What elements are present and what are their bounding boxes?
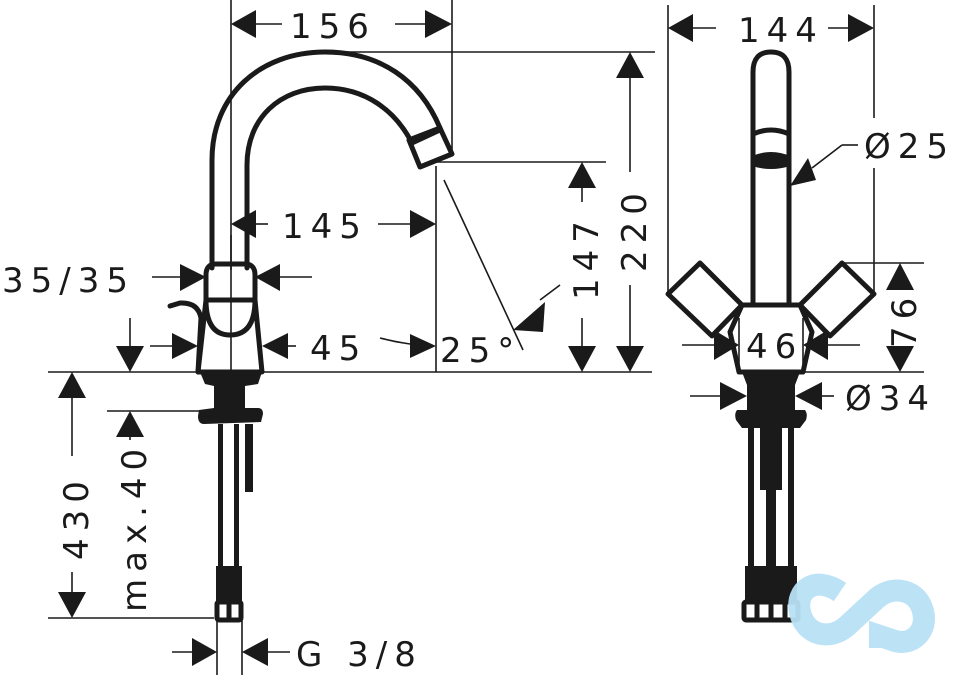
label-max-40: max.40	[115, 442, 155, 612]
label-220: 220	[615, 186, 655, 272]
dim-spout-reach-overall: 156	[230, 0, 453, 270]
body-outline	[167, 235, 265, 375]
label-g-3-8: G 3/8	[296, 635, 423, 675]
label-145: 145	[282, 207, 368, 247]
dim-spout-reach-outlet: 145	[231, 166, 437, 372]
dim-outlet-height: 147	[567, 162, 607, 372]
spout-front-outline	[750, 49, 792, 308]
label-25-degrees: 25°	[440, 331, 521, 371]
dim-outlet-angle: 25°	[440, 179, 561, 371]
label-diameter-25: Ø25	[864, 127, 955, 167]
dim-handle-height: 76	[803, 262, 925, 373]
label-430: 430	[57, 474, 97, 560]
front-view: 144 Ø25 76 46	[665, 5, 955, 623]
dim-max-deck-thickness: max.40	[107, 318, 200, 612]
label-76: 76	[885, 291, 925, 348]
front-mounting-assembly	[735, 372, 807, 623]
dim-body-width: 45	[150, 329, 436, 369]
label-144: 144	[738, 11, 824, 51]
label-diameter-34: Ø34	[845, 379, 936, 419]
dim-total-width: 144	[667, 5, 875, 294]
label-45: 45	[310, 329, 367, 369]
dim-total-height: 220	[615, 52, 655, 372]
side-view: 156 145 35/35 45	[2, 0, 655, 675]
dim-spout-diameter: Ø25	[790, 127, 955, 186]
label-156: 156	[290, 7, 376, 47]
dim-shank-diameter: Ø34	[690, 379, 936, 419]
label-46: 46	[746, 327, 803, 367]
dim-hose-length: 430	[48, 372, 214, 619]
dim-connection-thread: G 3/8	[172, 620, 423, 675]
dim-handle-size: 35/35	[2, 261, 312, 301]
label-35-35: 35/35	[2, 261, 135, 301]
infinity-loop-logo	[788, 573, 935, 653]
mounting-assembly	[198, 372, 263, 623]
dim-body-width-front: 46	[682, 318, 860, 372]
watermark-logo	[788, 573, 935, 653]
label-147: 147	[567, 214, 607, 300]
